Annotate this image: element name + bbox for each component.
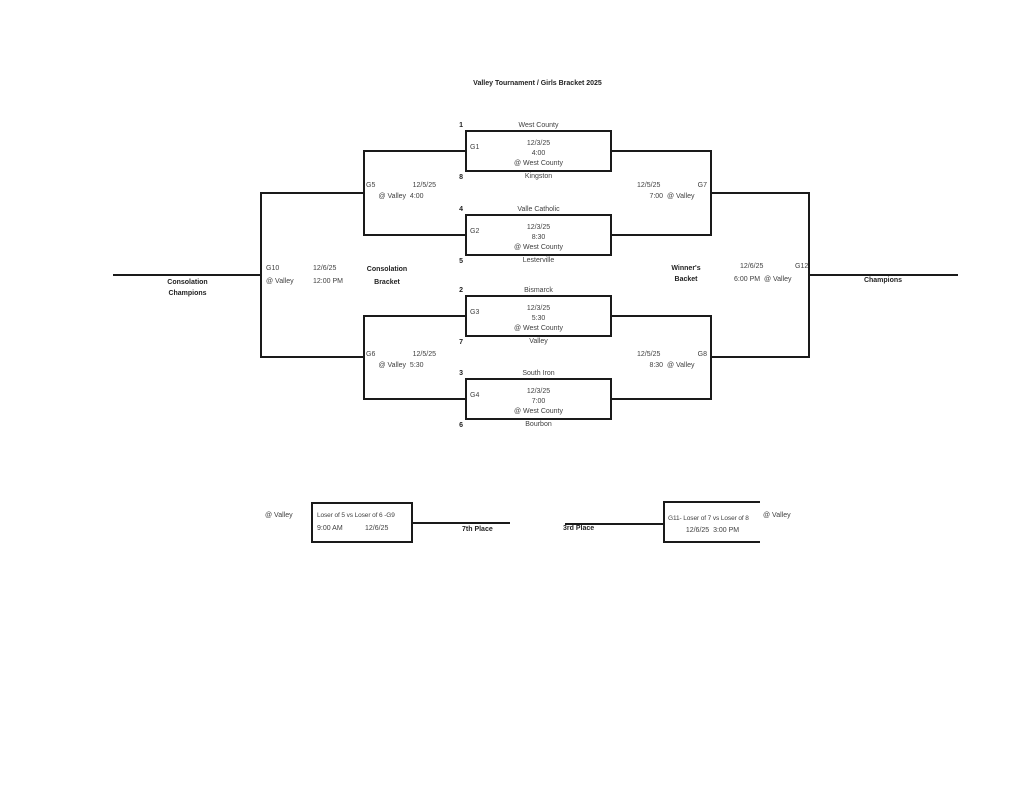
game-time: 8:30: [531, 234, 546, 241]
seventh-place-line: [413, 522, 510, 524]
game-info: 12/3/25 7:00 @ West County: [467, 387, 610, 417]
game-box-g2: 4 Valle Catholic G2 12/3/25 8:30 @ West …: [459, 206, 612, 265]
game-date: 12/3/25: [526, 305, 551, 312]
team-top: Valle Catholic: [517, 206, 560, 213]
game-venue: @ Valley: [266, 278, 294, 285]
team-top: Bismarck: [524, 287, 553, 294]
game-info: 12/3/25 8:30 @ West County: [467, 223, 610, 253]
seed-bottom: 5: [459, 258, 463, 265]
connector-g1-right: [610, 150, 710, 152]
seed-top: 4: [459, 206, 463, 213]
game-note-g7: 12/5/25 G7 7:00 @ Valley: [637, 180, 707, 202]
game-venue-time: @ Valley 4:00: [378, 193, 424, 200]
championship-date: 12/6/25: [740, 263, 764, 270]
game-label: G1: [470, 144, 480, 151]
game-label: G2: [470, 228, 480, 235]
champion-line: [808, 274, 958, 276]
game-box-g1: 1 West County G1 12/3/25 4:00 @ West Cou…: [459, 122, 612, 181]
winners-bracket-label: Winner's Backet: [671, 265, 701, 283]
third-place-box: G11- Loser of 7 vs Loser of 8 12/6/25 3:…: [663, 501, 760, 543]
game-label: G6: [366, 351, 376, 358]
game-label: G8: [697, 351, 707, 358]
connector-g1-left: [363, 150, 465, 152]
bracket-title: Valley Tournament / Girls Bracket 2025: [473, 80, 602, 87]
game-venue: @ West County: [514, 244, 563, 251]
seventh-place-date: 12/6/25: [365, 525, 389, 532]
team-top: West County: [518, 122, 559, 129]
seed-top: 3: [459, 370, 463, 377]
seed-bottom: 6: [459, 422, 463, 429]
seventh-place-matchup: Loser of 5 vs Loser of 6 -G9: [317, 512, 395, 519]
connector-g3-left: [363, 315, 465, 317]
game-date: 12/5/25: [412, 351, 436, 358]
game-box-g4: 3 South Iron G4 12/3/25 7:00 @ West Coun…: [459, 370, 612, 429]
game-date: 12/5/25: [637, 182, 661, 189]
third-place-line: [565, 523, 665, 525]
game-date: 12/5/25: [637, 351, 661, 358]
team-bottom: Kingston: [524, 173, 553, 180]
game-time-venue: 8:30 @ Valley: [649, 362, 695, 369]
consolation-champion-line: [113, 274, 262, 276]
game-label: G3: [470, 309, 480, 316]
consolation-final-note: G10 @ Valley: [266, 262, 294, 288]
game-note-g8: 12/5/25 G8 8:30 @ Valley: [637, 349, 707, 371]
seed-top: 2: [459, 287, 463, 294]
game-label: G7: [697, 182, 707, 189]
connector-g7-out: [710, 192, 810, 194]
game-label: G4: [470, 392, 480, 399]
game-venue-time: @ Valley 5:30: [378, 362, 424, 369]
connector-g2-left: [363, 234, 465, 236]
game-date: 12/3/25: [526, 388, 551, 395]
game-venue: @ West County: [514, 408, 563, 415]
connector-g4-left: [363, 398, 465, 400]
third-place-matchup: G11- Loser of 7 vs Loser of 8: [668, 515, 749, 522]
game-label: G10: [266, 265, 280, 272]
championship-time-venue: 6:00 PM @ Valley: [734, 276, 792, 283]
third-place-label: 3rd Place: [563, 525, 595, 532]
seventh-place-box: Loser of 5 vs Loser of 6 -G9 9:00 AM 12/…: [311, 502, 413, 543]
team-bottom: Bourbon: [525, 421, 552, 428]
third-place-datetime: 12/6/25 3:00 PM: [685, 527, 740, 534]
game-info: 12/3/25 4:00 @ West County: [467, 139, 610, 169]
game-venue: @ West County: [514, 325, 563, 332]
champions-label: Champions: [863, 277, 903, 284]
game-info: 12/3/25 5:30 @ West County: [467, 304, 610, 334]
connector-g5-out: [260, 192, 365, 194]
game-date: 12/5/25: [412, 182, 436, 189]
connector-g3-right: [610, 315, 710, 317]
team-top: South Iron: [522, 370, 555, 377]
connector-g8-out: [710, 356, 810, 358]
connector-g2-right: [610, 234, 710, 236]
game-time-venue: 7:00 @ Valley: [649, 193, 695, 200]
championship-label: G12: [795, 263, 809, 270]
consolation-champions-label: Consolation Champions: [167, 279, 208, 297]
seventh-place-time: 9:00 AM: [317, 525, 343, 532]
game-time: 7:00: [531, 398, 546, 405]
game-date: 12/3/25: [526, 140, 551, 147]
seventh-place-venue: @ Valley: [265, 512, 293, 519]
team-bottom: Valley: [529, 338, 548, 345]
seed-top: 1: [459, 122, 463, 129]
game-note-g6: G6 12/5/25 @ Valley 5:30: [366, 349, 436, 371]
game-box-g3: 2 Bismarck G3 12/3/25 5:30 @ West County…: [459, 287, 612, 346]
connector-g6-out: [260, 356, 365, 358]
game-date: 12/3/25: [526, 224, 551, 231]
game-date: 12/6/25: [313, 265, 337, 272]
seventh-place-label: 7th Place: [462, 526, 493, 533]
connector-g4-right: [610, 398, 710, 400]
game-note-g5: G5 12/5/25 @ Valley 4:00: [366, 180, 436, 202]
game-time: 12:00 PM: [313, 278, 343, 285]
game-time: 5:30: [531, 315, 546, 322]
seed-bottom: 8: [459, 174, 463, 181]
consolation-final-schedule: 12/6/25 12:00 PM: [313, 262, 343, 288]
consolation-bracket-label: Consolation Bracket: [366, 266, 408, 286]
game-label: G5: [366, 182, 376, 189]
game-venue: @ West County: [514, 160, 563, 167]
third-place-venue: @ Valley: [763, 512, 791, 519]
team-bottom: Lesterville: [522, 257, 555, 264]
seed-bottom: 7: [459, 339, 463, 346]
game-time: 4:00: [531, 150, 546, 157]
